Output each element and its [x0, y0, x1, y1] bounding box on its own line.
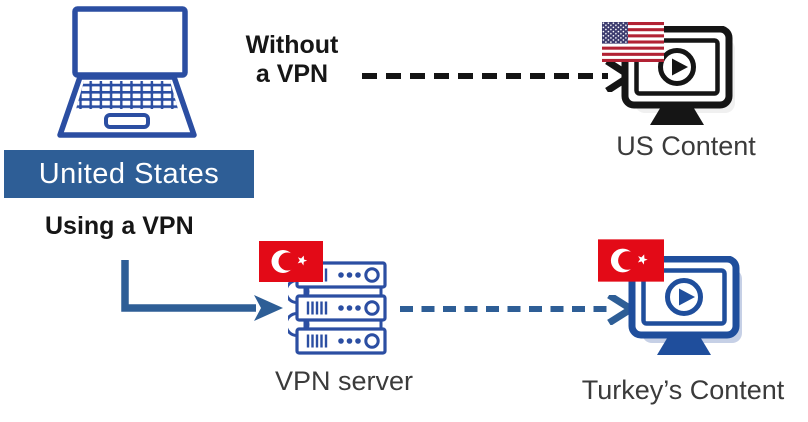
using-vpn-elbow-arrow	[121, 260, 283, 321]
without-vpn-label-line2: a VPN	[255, 60, 329, 88]
origin-label: United States	[38, 157, 220, 190]
vpn-server-label: VPN server	[274, 366, 414, 396]
laptop-icon	[57, 6, 197, 138]
without-vpn-label: Without a VPN	[228, 31, 356, 89]
origin-banner: United States	[4, 150, 254, 198]
using-vpn-label: Using a VPN	[45, 212, 194, 240]
dashed-blue-arrow	[400, 295, 638, 325]
turkey-flag-icon	[598, 239, 664, 282]
us-content-label: US Content	[616, 131, 756, 161]
us-flag-icon	[602, 22, 664, 62]
turkey-flag-icon	[259, 241, 323, 282]
turkey-content-label: Turkey’s Content	[581, 375, 785, 405]
dashed-black-arrow	[362, 60, 637, 92]
without-vpn-label-line1: Without	[245, 31, 339, 59]
